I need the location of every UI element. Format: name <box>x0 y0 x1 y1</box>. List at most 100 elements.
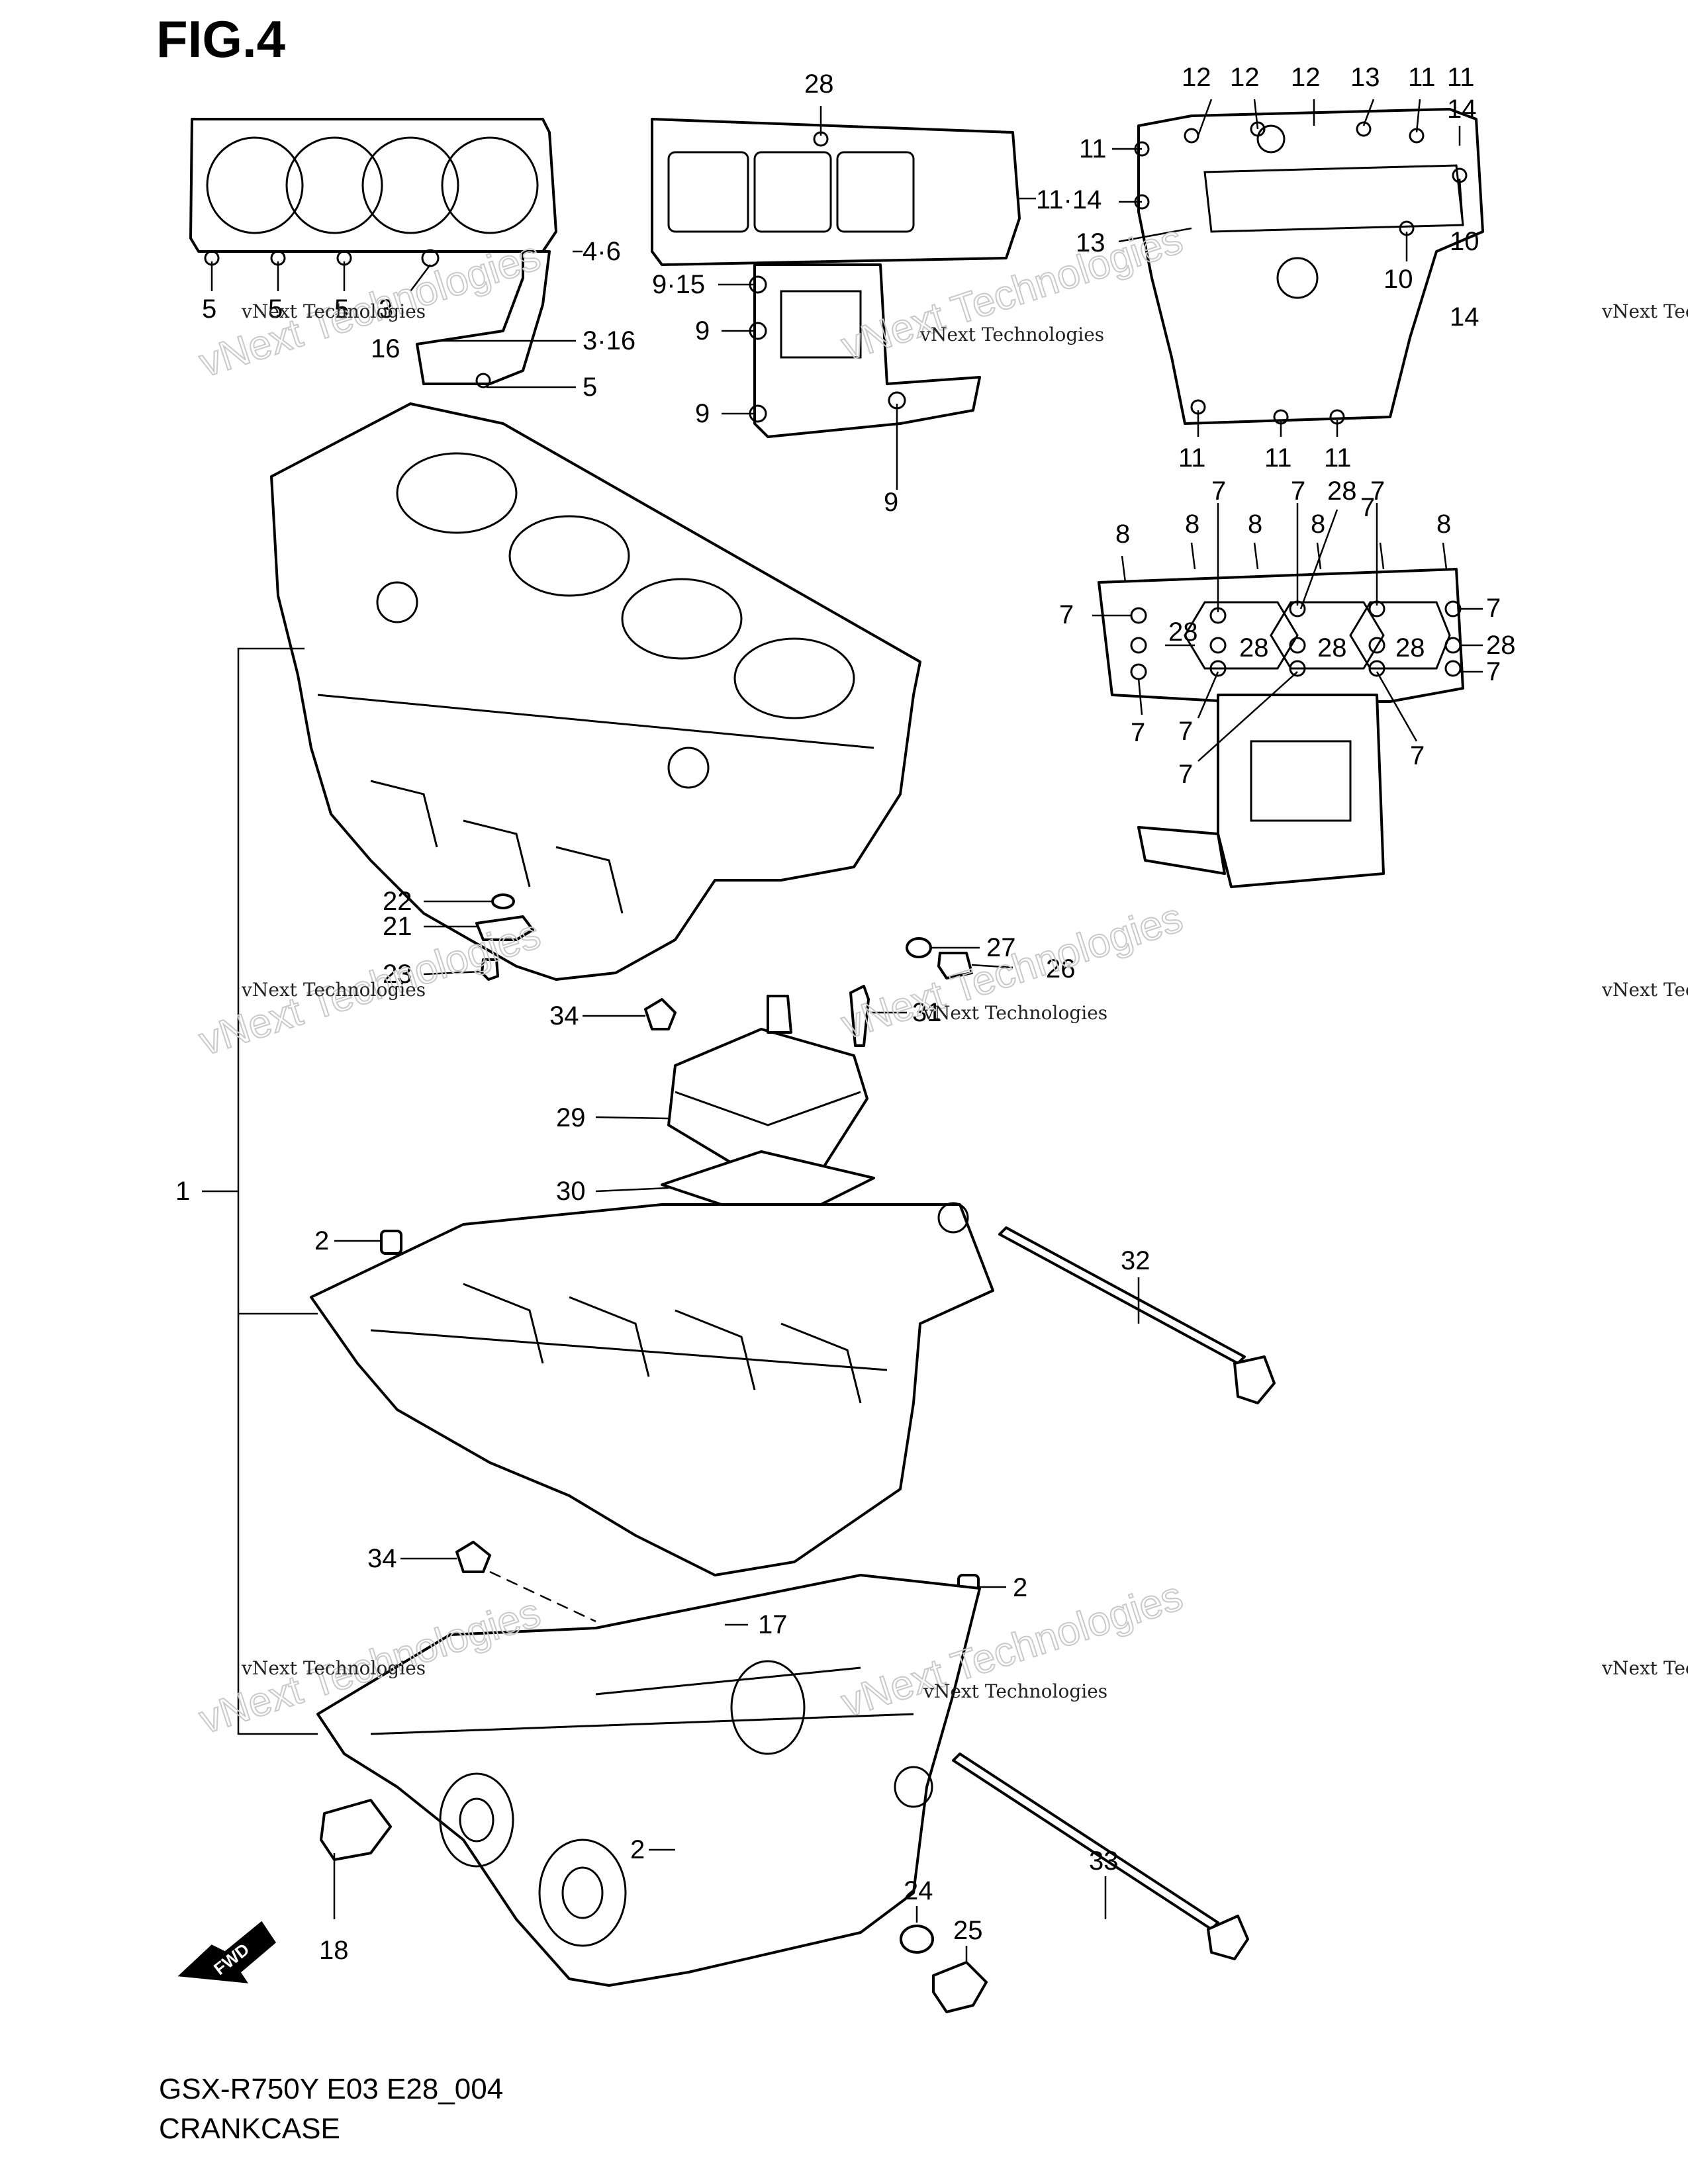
callout-11-a: 11 <box>1408 63 1436 92</box>
bracket-part-1 <box>237 647 318 1735</box>
callout-7-c: 7 <box>1370 477 1385 506</box>
callout-25: 25 <box>953 1916 983 1945</box>
fwd-arrow-icon: FWD <box>177 1921 276 1983</box>
washer-24 <box>900 1925 934 1954</box>
callout-7-g: 7 <box>1131 718 1145 747</box>
dowel-2-a <box>380 1230 402 1255</box>
callout-7-e: 7 <box>1486 594 1501 623</box>
callout-7-b: 7 <box>1291 477 1305 506</box>
washer-27 <box>906 937 932 958</box>
callout-12-c: 12 <box>1291 63 1321 92</box>
nut-34-lower <box>455 1541 491 1573</box>
callout-28-e: 28 <box>1395 633 1425 662</box>
callout-11-e: 11 <box>1264 443 1292 473</box>
callout-1: 1 <box>175 1177 190 1206</box>
bolt-32 <box>998 1226 1276 1404</box>
callout-13-a: 13 <box>1350 63 1380 92</box>
bolt-31 <box>849 985 870 1047</box>
callout-12-b: 12 <box>1230 63 1260 92</box>
callout-7-k: 7 <box>1360 493 1375 522</box>
leader-lines <box>211 99 1483 1962</box>
inset-lower-crankcase <box>1098 568 1464 888</box>
watermark-text-3: vNext Technologies <box>241 979 426 1001</box>
callout-17: 17 <box>758 1610 788 1639</box>
callout-8-d: 8 <box>1311 510 1325 539</box>
plug-18 <box>320 1799 392 1861</box>
callout-9-c: 9 <box>884 488 898 517</box>
callout-3-16: 3·16 <box>583 326 635 355</box>
sheet-name: CRANKCASE <box>159 2113 340 2145</box>
inset-crankcase-side <box>1134 108 1484 425</box>
callout-22: 22 <box>383 887 412 916</box>
watermark-outline-4: vNext Technologies <box>836 895 1188 1048</box>
inset-cylinder-gasket <box>189 118 557 388</box>
callout-34-lower: 34 <box>367 1544 397 1573</box>
watermark-text-1: vNext Technologies <box>241 300 426 322</box>
callout-14-a: 14 <box>1447 95 1477 124</box>
callout-29: 29 <box>556 1103 586 1132</box>
callout-2-a: 2 <box>314 1226 329 1255</box>
callout-13-b: 13 <box>1076 228 1105 257</box>
callout-8-c: 8 <box>1248 510 1262 539</box>
middle-crankcase <box>310 1202 994 1576</box>
callout-8-a: 8 <box>1115 520 1130 549</box>
callout-8-b: 8 <box>1185 510 1199 539</box>
callout-16: 16 <box>371 334 400 363</box>
callout-33: 33 <box>1089 1846 1119 1876</box>
callout-28-c: 28 <box>1239 633 1269 662</box>
callout-14-b: 14 <box>1450 302 1479 332</box>
callout-21: 21 <box>383 912 412 941</box>
callout-31: 31 <box>912 998 942 1027</box>
callout-11-b: 11 <box>1447 63 1475 92</box>
watermark-text-5: vNext Technologies <box>241 1657 426 1679</box>
callout-11-c: 11 <box>1079 134 1107 163</box>
plug-25 <box>932 1961 988 2013</box>
callout-9-b: 9 <box>695 399 710 428</box>
watermark-text-9: vNext Technologies <box>1601 1657 1688 1679</box>
callout-5-b: 5 <box>268 295 283 324</box>
callout-11-d: 11 <box>1178 443 1206 473</box>
callout-7-h: 7 <box>1178 717 1193 746</box>
callout-32: 32 <box>1121 1246 1150 1275</box>
callout-9-15: 9·15 <box>652 270 705 299</box>
callout-8-e: 8 <box>1436 510 1451 539</box>
dash-line-34 <box>489 1570 596 1623</box>
callout-27: 27 <box>986 933 1016 962</box>
callout-28-f: 28 <box>1486 631 1516 660</box>
callout-7-d: 7 <box>1059 600 1074 629</box>
inset-upper-crankcase <box>651 118 1021 438</box>
callout-2-b: 2 <box>1013 1573 1027 1602</box>
cover-29 <box>667 995 868 1173</box>
callout-28-d: 28 <box>1317 633 1347 662</box>
watermark-text-8: vNext Technologies <box>1601 979 1688 1001</box>
watermark-text-2: vNext Technologies <box>919 324 1104 345</box>
callout-34-upper: 34 <box>549 1001 579 1030</box>
callout-10-a: 10 <box>1383 265 1413 294</box>
callout-5-d: 5 <box>583 373 597 402</box>
callout-4-6: 4·6 <box>583 237 621 266</box>
callout-7-a: 7 <box>1211 477 1226 506</box>
callout-5-a: 5 <box>202 295 216 324</box>
watermark-text-7: vNext Technologies <box>1601 300 1688 322</box>
watermark-text-4: vNext Technologies <box>923 1002 1107 1024</box>
callout-2-c: 2 <box>630 1835 645 1864</box>
callout-18: 18 <box>319 1936 349 1965</box>
callout-11-f: 11 <box>1324 443 1352 473</box>
lower-crankcase <box>316 1574 981 1987</box>
callout-24: 24 <box>904 1876 933 1905</box>
callout-23: 23 <box>383 960 412 989</box>
callout-5-c: 5 <box>334 295 349 324</box>
callout-28-a: 28 <box>1327 477 1357 506</box>
callout-10-b: 10 <box>1450 227 1479 256</box>
bolt-33 <box>952 1752 1249 1960</box>
watermark-text-6: vNext Technologies <box>923 1680 1107 1702</box>
callout-7-j: 7 <box>1410 741 1425 770</box>
plug-26 <box>937 952 973 979</box>
callout-9-a: 9 <box>695 316 710 345</box>
callout-26: 26 <box>1046 954 1076 983</box>
callout-30: 30 <box>556 1177 586 1206</box>
callout-28-b: 28 <box>1168 617 1198 647</box>
callout-11-14-mid: 11·14 <box>1036 185 1102 214</box>
